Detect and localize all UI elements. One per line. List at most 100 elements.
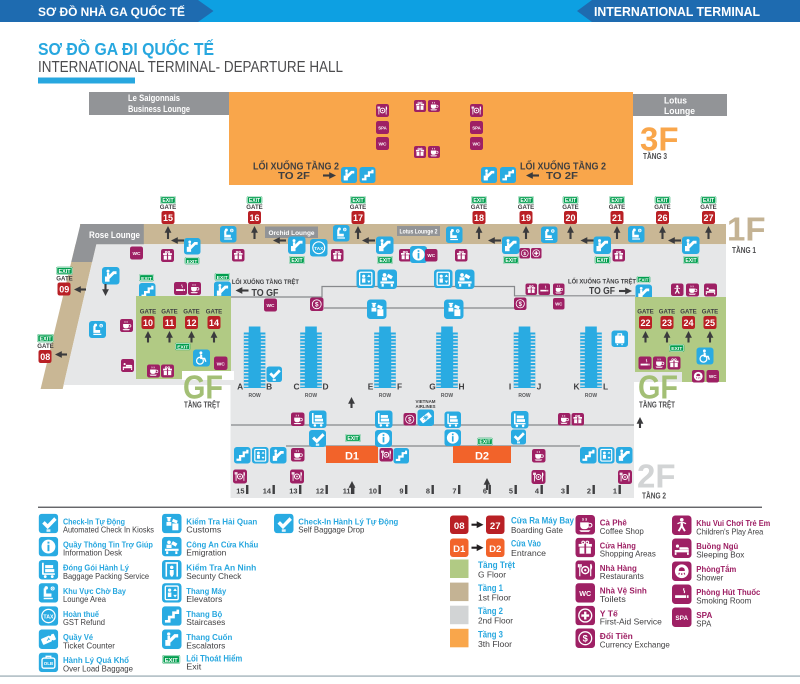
svg-text:Cửa Vào: Cửa Vào [511, 539, 542, 549]
svg-text:K: K [573, 382, 579, 392]
svg-text:Đóng Gói Hành Lý: Đóng Gói Hành Lý [63, 563, 129, 573]
svg-text:GATE: GATE [56, 276, 72, 283]
svg-text:11: 11 [165, 318, 175, 328]
svg-text:GATE: GATE [518, 204, 534, 211]
svg-text:15: 15 [163, 213, 173, 223]
svg-text:First-Aid Service: First-Aid Service [600, 617, 662, 627]
svg-text:Tầng 1: Tầng 1 [478, 583, 503, 593]
svg-text:SƠ ĐỒ NHÀ GA QUỐC TẾ: SƠ ĐỒ NHÀ GA QUỐC TẾ [38, 4, 185, 19]
svg-text:Business Lounge: Business Lounge [128, 104, 190, 114]
svg-text:G Floor: G Floor [478, 570, 506, 580]
svg-text:LỐI XUỐNG TẦNG TRỆT: LỐI XUỐNG TẦNG TRỆT [568, 276, 637, 286]
svg-text:Information Desk: Information Desk [63, 548, 123, 558]
svg-text:Sleeping Box: Sleeping Box [696, 549, 745, 559]
svg-text:TẦNG TRỆT: TẦNG TRỆT [639, 399, 676, 410]
svg-text:A: A [237, 382, 243, 392]
svg-text:D2: D2 [489, 544, 501, 555]
svg-text:Kiểm Tra An Ninh: Kiểm Tra An Ninh [186, 563, 256, 573]
svg-text:Children's Play Area: Children's Play Area [696, 526, 763, 536]
svg-text:24: 24 [683, 318, 693, 328]
svg-text:1st Floor: 1st Floor [478, 593, 511, 603]
svg-text:GATE: GATE [471, 204, 487, 211]
svg-text:Elevators: Elevators [186, 594, 222, 604]
svg-text:TẦNG 2: TẦNG 2 [642, 491, 666, 501]
svg-text:Lotus: Lotus [664, 95, 687, 106]
svg-text:Shopping Areas: Shopping Areas [600, 549, 656, 559]
svg-text:GATE: GATE [206, 309, 222, 316]
svg-text:Buồng Ngủ: Buồng Ngủ [696, 541, 738, 551]
svg-text:09: 09 [59, 285, 69, 295]
svg-text:2nd Floor: 2nd Floor [478, 616, 513, 626]
svg-text:D: D [322, 382, 328, 392]
svg-text:Lounge: Lounge [664, 105, 695, 116]
svg-text:1F: 1F [727, 211, 766, 248]
svg-text:Quầy Vé: Quầy Vé [63, 632, 93, 642]
svg-text:Automated Check In Kiosks: Automated Check In Kiosks [63, 525, 154, 535]
svg-text:Exit: Exit [186, 662, 202, 672]
svg-text:TO GF: TO GF [589, 286, 615, 297]
svg-text:ROW: ROW [248, 393, 261, 399]
svg-text:27: 27 [490, 521, 501, 532]
svg-text:Entrance: Entrance [511, 548, 546, 558]
svg-text:2F: 2F [637, 458, 676, 495]
svg-text:Shower: Shower [696, 572, 723, 582]
svg-text:Baggage Packing Service: Baggage Packing Service [63, 571, 149, 581]
svg-text:Thang Cuốn: Thang Cuốn [186, 632, 232, 642]
svg-text:GATE: GATE [637, 309, 653, 316]
svg-text:TẦNG 3: TẦNG 3 [643, 151, 667, 161]
svg-text:Thang Bộ: Thang Bộ [186, 609, 222, 619]
svg-text:Restaurants: Restaurants [600, 571, 644, 581]
svg-text:Escalators: Escalators [186, 640, 225, 650]
svg-text:Rose Lounge: Rose Lounge [89, 230, 140, 240]
svg-text:GST Refund: GST Refund [63, 617, 105, 627]
svg-text:Lounge Area: Lounge Area [63, 594, 106, 604]
svg-text:LỐI XUỐNG TẦNG 2: LỐI XUỐNG TẦNG 2 [520, 159, 606, 173]
svg-text:PhòngTắm: PhòngTắm [696, 563, 736, 574]
svg-text:Ticket Counter: Ticket Counter [63, 640, 115, 650]
svg-text:D1: D1 [345, 450, 359, 462]
svg-text:GF: GF [183, 369, 223, 406]
svg-text:D2: D2 [475, 450, 489, 462]
svg-text:GATE: GATE [350, 204, 366, 211]
svg-text:ROW: ROW [585, 393, 598, 399]
svg-text:TO 2F: TO 2F [278, 171, 310, 182]
svg-text:Customs: Customs [186, 525, 221, 535]
svg-text:Orchid Lounge: Orchid Lounge [269, 230, 315, 237]
svg-text:AIRLINES: AIRLINES [416, 404, 436, 409]
svg-text:GATE: GATE [160, 204, 176, 211]
svg-text:GF: GF [638, 369, 678, 406]
svg-text:SƠ ĐỒ GA ĐI QUỐC TẾ: SƠ ĐỒ GA ĐI QUỐC TẾ [38, 39, 214, 59]
svg-text:GATE: GATE [609, 204, 625, 211]
svg-text:GATE: GATE [700, 204, 716, 211]
svg-text:Tầng 2: Tầng 2 [478, 606, 503, 616]
svg-text:Cửa Ra Máy Bay: Cửa Ra Máy Bay [511, 516, 574, 526]
svg-text:12: 12 [186, 318, 196, 328]
svg-text:TO GF: TO GF [252, 288, 279, 299]
svg-text:Phòng Hút Thuốc: Phòng Hút Thuốc [696, 587, 760, 597]
svg-text:Le Saigonnais: Le Saigonnais [128, 93, 180, 103]
svg-text:Khu Vui Chơi Trẻ Em: Khu Vui Chơi Trẻ Em [696, 518, 770, 528]
svg-text:Check-In Hành Lý Tự Động: Check-In Hành Lý Tự Động [298, 516, 398, 526]
svg-text:LỐI XUỐNG TẦNG TRỆT: LỐI XUỐNG TẦNG TRỆT [232, 276, 300, 286]
svg-text:D1: D1 [453, 544, 466, 555]
svg-text:C: C [293, 382, 299, 392]
svg-text:Tầng Trệt: Tầng Trệt [478, 560, 515, 570]
svg-text:23: 23 [662, 318, 672, 328]
svg-text:Nhà Vệ Sinh: Nhà Vệ Sinh [600, 586, 647, 596]
svg-text:GATE: GATE [562, 204, 578, 211]
svg-text:Tầng 3: Tầng 3 [478, 629, 503, 639]
svg-text:GATE: GATE [680, 309, 696, 316]
svg-text:26: 26 [657, 213, 667, 223]
svg-text:08: 08 [40, 352, 50, 362]
svg-text:Hoàn thuế: Hoàn thuế [63, 609, 99, 619]
svg-text:10: 10 [369, 487, 377, 496]
svg-text:I: I [509, 382, 511, 392]
svg-text:GATE: GATE [246, 204, 262, 211]
svg-text:Emigration: Emigration [186, 548, 226, 558]
svg-text:Cà Phê: Cà Phê [600, 518, 627, 528]
svg-text:TO 2F: TO 2F [546, 171, 578, 182]
svg-text:Y Tế: Y Tế [600, 608, 618, 618]
svg-text:9: 9 [399, 487, 403, 496]
svg-text:Smoking Room: Smoking Room [696, 595, 751, 605]
svg-text:Over Load Baggage: Over Load Baggage [63, 663, 133, 673]
